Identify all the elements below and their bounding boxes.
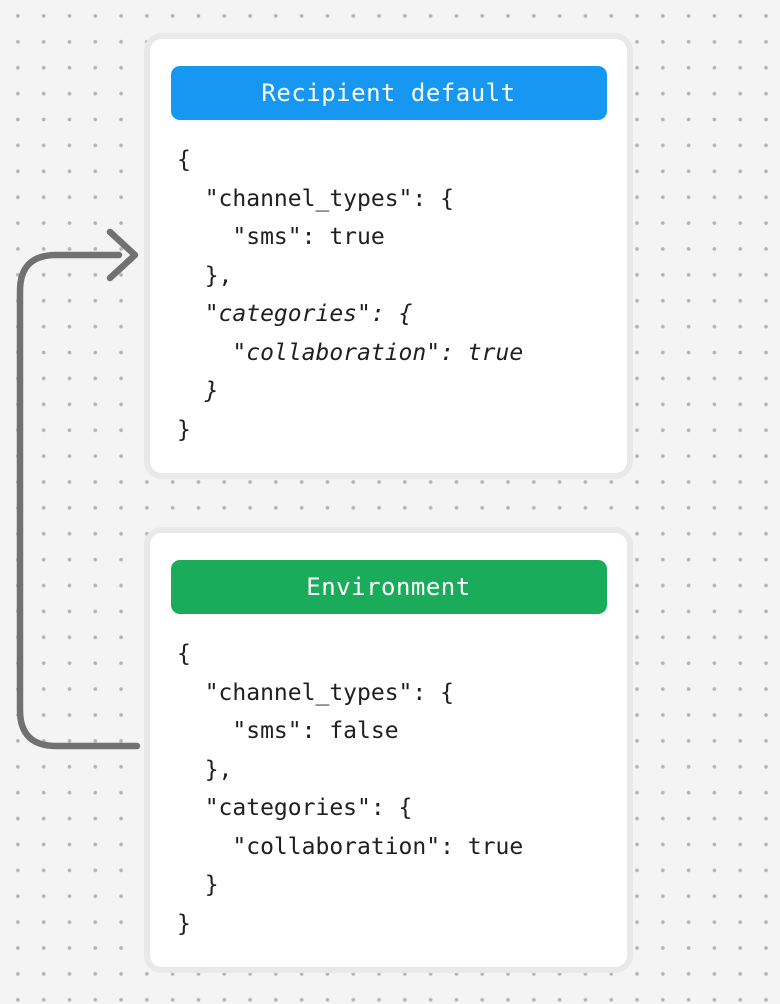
code-line: } <box>177 416 191 443</box>
environment-header: Environment <box>170 560 607 614</box>
code-line: }, <box>177 756 233 783</box>
code-line: "sms": true <box>177 224 385 250</box>
code-line: } <box>177 378 219 404</box>
environment-json-code: { "channel_types": { "sms": false }, "ca… <box>177 635 627 943</box>
code-line: "collaboration": true <box>177 833 524 860</box>
code-line: }, <box>177 262 233 289</box>
code-line: "categories": { <box>177 301 413 327</box>
code-line: { <box>177 147 191 173</box>
code-line: "channel_types": { <box>177 185 454 212</box>
card-environment: Environment { "channel_types": { "sms": … <box>144 527 633 973</box>
recipient-default-json-code: { "channel_types": { "sms": true }, "cat… <box>177 141 627 449</box>
code-line: } <box>177 910 191 937</box>
recipient-default-header: Recipient default <box>170 66 607 120</box>
arrow-head-icon <box>106 228 139 282</box>
code-line: { <box>177 641 191 667</box>
card-recipient-default: Recipient default { "channel_types": { "… <box>144 33 633 479</box>
code-line: } <box>177 872 219 898</box>
code-line: "channel_types": { <box>177 679 454 706</box>
code-line: "collaboration": true <box>177 339 524 366</box>
code-line: "sms": false <box>177 718 399 744</box>
arrow-shaft <box>16 251 141 750</box>
code-line: "categories": { <box>177 795 413 821</box>
